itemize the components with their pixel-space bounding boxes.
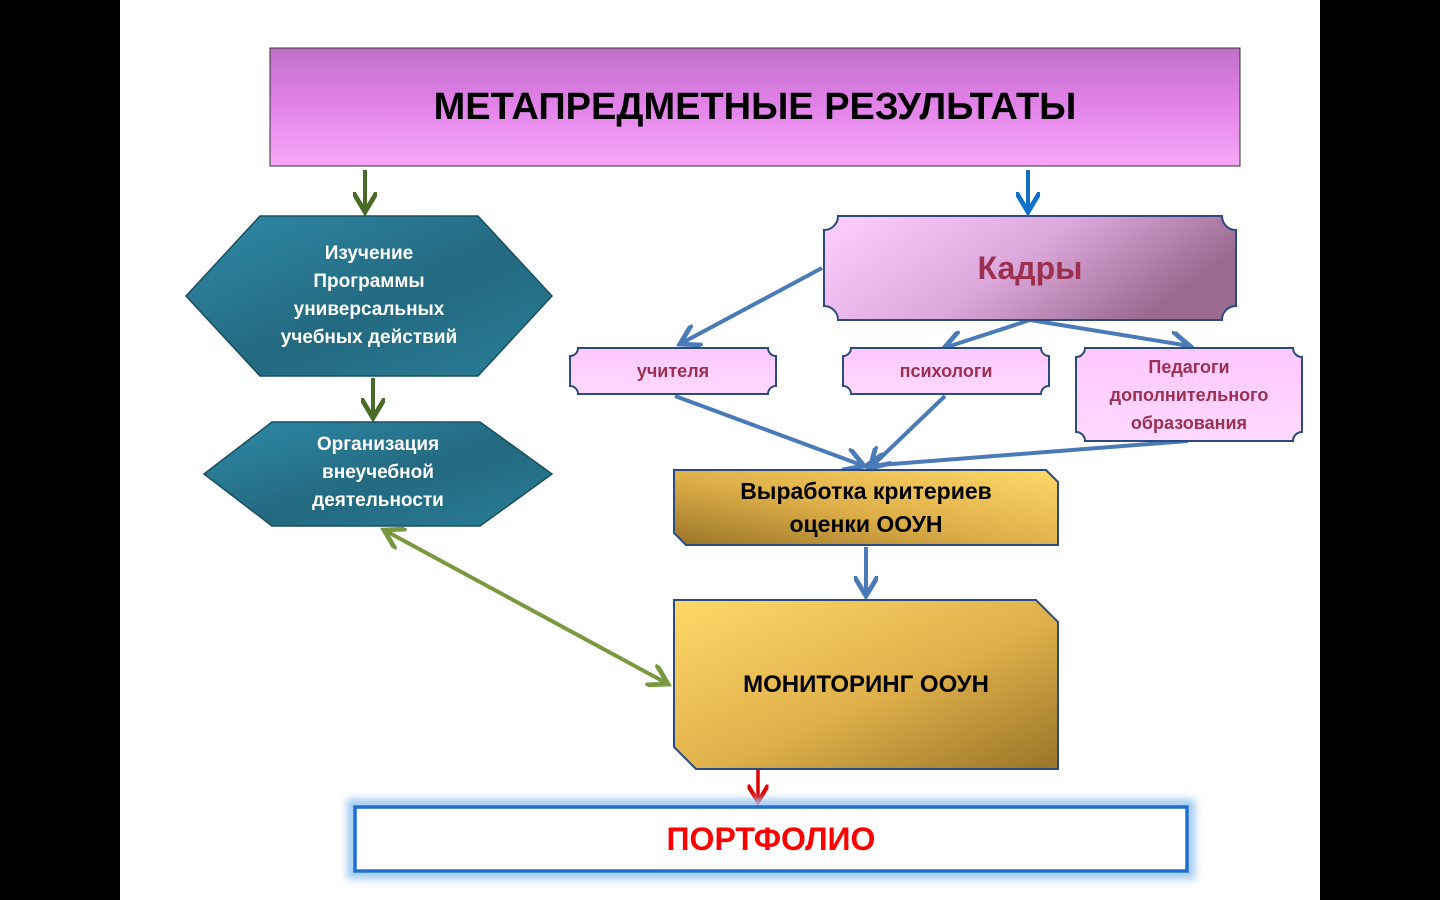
arrow-staff-to-additional xyxy=(1029,318,1190,346)
portfolio-box xyxy=(353,805,1189,873)
title-label: МЕТАПРЕДМЕТНЫЕ РЕЗУЛЬТАТЫ xyxy=(433,85,1077,128)
teachers-box xyxy=(569,347,777,395)
monitoring-box xyxy=(673,599,1059,770)
psychologists-box xyxy=(842,347,1050,395)
arrow-teachers-to-criteria xyxy=(674,394,864,466)
title-box xyxy=(269,47,1241,167)
psychologists-label: психологи xyxy=(899,360,993,381)
connectors xyxy=(365,170,1190,802)
arrow-extracurricular-monitoring xyxy=(384,530,668,684)
criteria-label: Выработка критериев оценки ООУН xyxy=(740,477,992,537)
arrow-staff-to-teachers xyxy=(680,266,823,344)
extracurricular-label: Организация внеучебной деятельности xyxy=(312,434,444,511)
teachers-label: учителя xyxy=(636,360,710,381)
staff-plaque xyxy=(823,215,1237,321)
portfolio-label: ПОРТФОЛИО xyxy=(666,820,876,857)
arrow-additional-to-criteria xyxy=(866,439,1189,466)
study-label: Изучение Программы универсальных учебных… xyxy=(280,243,458,348)
extracurricular-hexagon xyxy=(202,421,554,527)
criteria-box xyxy=(673,469,1059,546)
portfolio-glow xyxy=(347,799,1195,879)
arrow-staff-to-psychologists xyxy=(944,318,1031,348)
additional-box xyxy=(1075,347,1303,442)
additional-label: Педагоги дополнительного образования xyxy=(1109,357,1269,433)
monitoring-label: МОНИТОРИНГ ООУН xyxy=(743,670,989,698)
staff-label: Кадры xyxy=(977,249,1083,286)
arrow-psychologists-to-criteria xyxy=(870,394,947,468)
study-hexagon xyxy=(184,215,554,377)
